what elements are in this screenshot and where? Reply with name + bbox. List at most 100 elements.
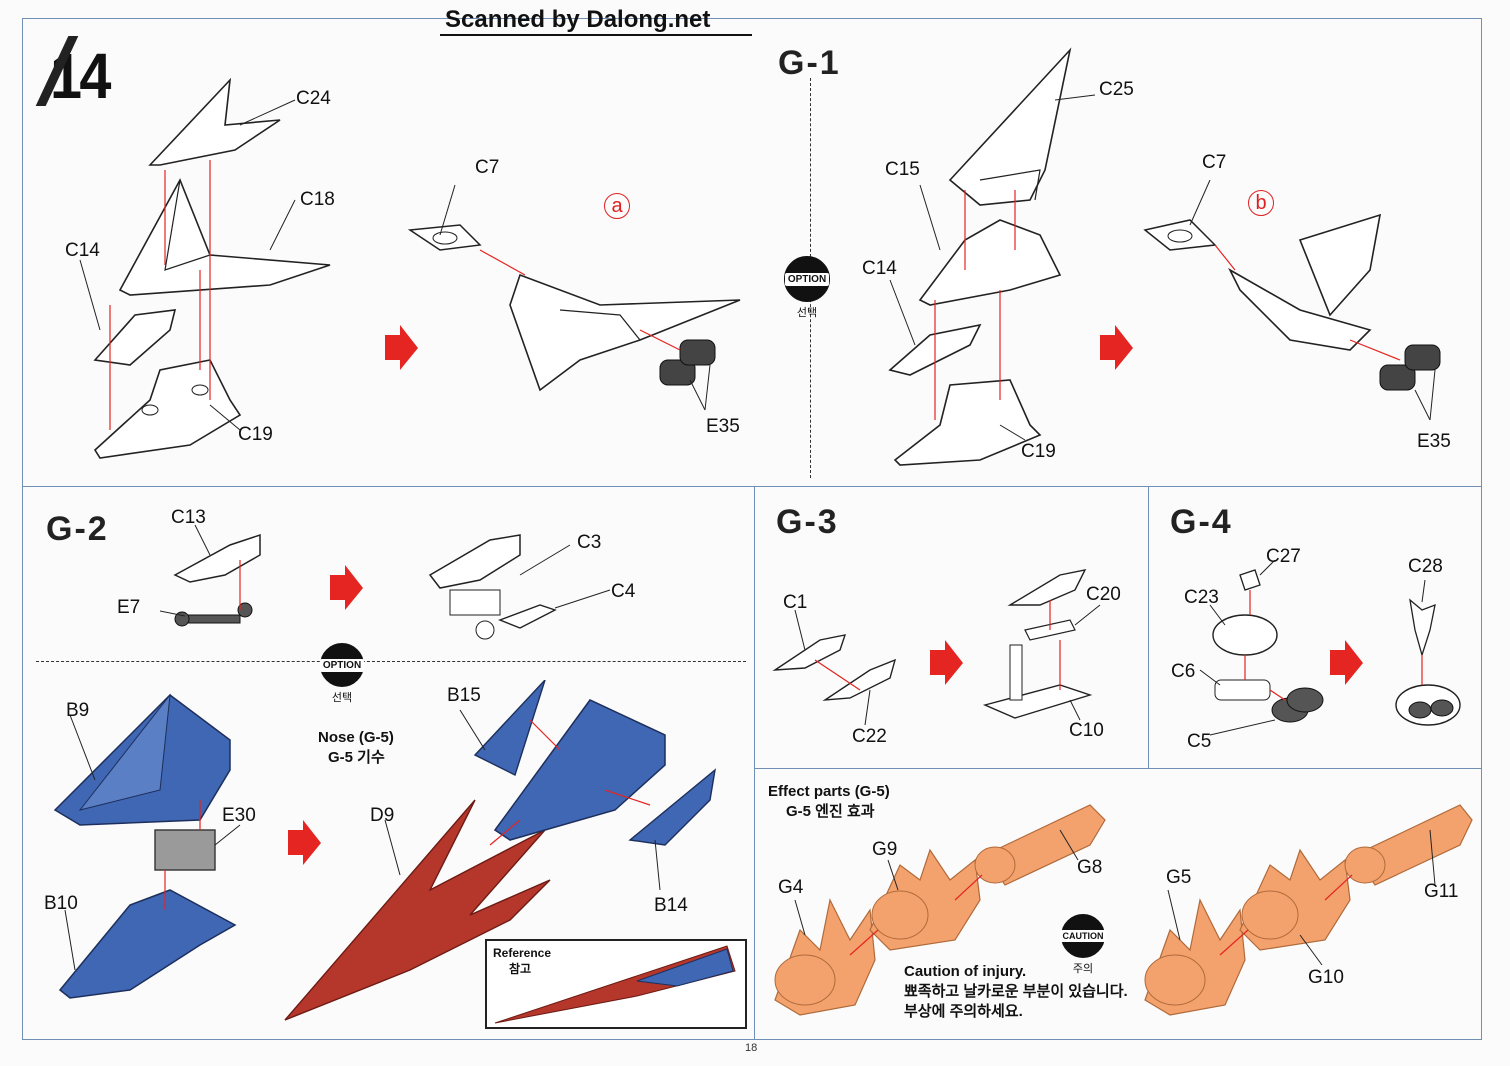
g1-option-assembly (888, 47, 1441, 466)
caution-badge: CAUTION (1059, 914, 1107, 958)
nose-body-blue (493, 699, 666, 841)
label-c19-left: C19 (238, 424, 273, 445)
caution-line2: 뾰족하고 날카로운 부분이 있습니다. (904, 983, 1128, 1000)
g3-assembly (772, 569, 1101, 726)
part-e35-shape (659, 339, 716, 386)
section-g3: G-3 (776, 503, 839, 541)
label-b9: B9 (66, 700, 90, 721)
option-badge-2: OPTION (319, 643, 365, 687)
label-c7-right: C7 (1202, 152, 1227, 173)
divider-g2-g3 (754, 486, 755, 1040)
label-c24: C24 (296, 88, 331, 109)
part-c19-g1-shape (893, 379, 1042, 466)
part-c1-shape (772, 634, 847, 671)
label-b15: B15 (447, 685, 481, 706)
part-d9-shape (284, 799, 551, 1021)
part-c24-shape (148, 77, 281, 166)
g3-nose-top (1007, 569, 1087, 606)
label-c10: C10 (1069, 720, 1104, 741)
section-g4: G-4 (1170, 503, 1233, 541)
label-e7: E7 (117, 597, 141, 618)
part-g11-shape (1344, 804, 1473, 886)
reference-image (494, 945, 736, 1024)
part-c27-shape (1239, 569, 1261, 591)
reference-en: Reference (493, 946, 552, 960)
part-g10-shape (1239, 848, 1351, 951)
arrow-next-g4 (1330, 640, 1363, 685)
part-g9-shape (869, 848, 981, 951)
arrow-next-2 (1100, 325, 1133, 370)
callout-b: b (1248, 190, 1274, 216)
part-b15-shape (473, 680, 546, 776)
part-c19-shape (93, 359, 242, 459)
label-c14-left: C14 (65, 240, 100, 261)
part-c6-shape (1214, 679, 1271, 701)
dashed-option-divider-g2 (36, 661, 746, 662)
label-c25: C25 (1099, 79, 1134, 100)
part-c28-shape (1409, 598, 1436, 658)
arrow-next-g2 (330, 565, 363, 610)
label-g10: G10 (1308, 967, 1344, 988)
assembled-g1 (1228, 267, 1372, 351)
label-b10: B10 (44, 893, 78, 914)
label-c14-right: C14 (862, 258, 897, 279)
part-e35-g1-shape (1379, 344, 1441, 391)
g2-top-assembly (160, 524, 611, 640)
g4-assembly (1199, 560, 1461, 736)
label-e30: E30 (222, 805, 256, 826)
step14-default-assembly (79, 77, 741, 459)
part-e7-shape (174, 602, 253, 627)
part-b10-shape (58, 889, 237, 999)
label-g9: G9 (872, 839, 898, 860)
nose-note-en: Nose (G-5) (318, 729, 394, 746)
section-g2: G-2 (46, 510, 109, 548)
part-c14-shape (93, 309, 177, 366)
label-e35-left: E35 (706, 416, 740, 437)
part-c5-shape (1271, 687, 1324, 723)
g2-nose-assembly (53, 680, 716, 1021)
label-e35-right: E35 (1417, 431, 1451, 452)
label-c5: C5 (1187, 731, 1212, 752)
label-c4: C4 (611, 581, 636, 602)
part-e30-shape (154, 829, 216, 871)
callout-a: a (604, 193, 630, 219)
arrow-next-g3 (930, 640, 963, 685)
caution-line1: Caution of injury. (904, 963, 1027, 980)
divider-row1 (22, 486, 1482, 487)
label-g4: G4 (778, 877, 804, 898)
part-g8-shape (974, 804, 1106, 886)
label-c20: C20 (1086, 584, 1121, 605)
effect-note-en: Effect parts (G-5) (768, 783, 890, 800)
label-c15: C15 (885, 159, 920, 180)
label-c18: C18 (300, 189, 335, 210)
caution-line3: 부상에 주의하세요. (904, 1003, 1023, 1020)
option-sub-2: 선택 (331, 692, 353, 704)
label-c22: C22 (852, 726, 887, 747)
part-g5-shape (1144, 898, 1246, 1016)
caution-label: CAUTION (1059, 930, 1107, 942)
label-c1: C1 (783, 592, 808, 613)
label-c7-left: C7 (475, 157, 500, 178)
label-c28: C28 (1408, 556, 1443, 577)
part-c25-shape (948, 47, 1072, 206)
part-c13-shape (173, 533, 261, 583)
assembled-wing (509, 273, 741, 392)
assembled-g2-stand (428, 534, 521, 589)
label-c27: C27 (1266, 546, 1301, 567)
divider-g3-g4 (1148, 486, 1149, 768)
option-label-1: OPTION (784, 272, 830, 286)
part-b14-shape (628, 768, 716, 846)
label-c13: C13 (171, 507, 206, 528)
page-frame (22, 18, 1482, 1040)
part-c10-shape (982, 684, 1093, 719)
label-g11: G11 (1424, 881, 1459, 902)
label-c23: C23 (1184, 587, 1219, 608)
label-d9: D9 (370, 805, 395, 826)
option-sub-1: 선택 (796, 307, 818, 319)
part-c18-shape (118, 178, 331, 296)
credit-underline (440, 34, 752, 36)
divider-effects (754, 768, 1482, 769)
effect-parts-illustration (774, 804, 1473, 1016)
section-g1: G-1 (778, 44, 841, 82)
option-badge-1: OPTION (784, 256, 830, 302)
